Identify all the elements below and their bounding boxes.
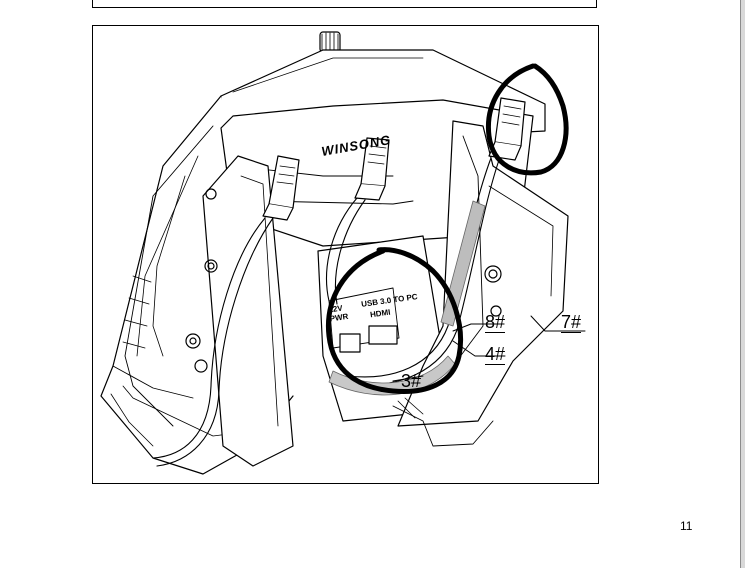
- previous-figure-frame: [92, 0, 597, 8]
- part-label-4: 4#: [485, 344, 506, 365]
- device-drawing: [100, 31, 586, 475]
- part-label-3: 3#: [401, 371, 422, 391]
- annotation-circles: [325, 63, 569, 395]
- leader-lines: [392, 315, 586, 382]
- part-label-8: 8#: [485, 312, 506, 333]
- page-edge: [740, 0, 745, 568]
- port-label-power: 12V PWR: [327, 303, 349, 324]
- right-bracket: [392, 120, 569, 447]
- page-number: 11: [680, 519, 693, 533]
- device-illustration: WINSONG 12V PWR USB 3.0 TO PC HDMI 8# 4#…: [92, 25, 599, 484]
- usb-connector-left: [262, 155, 300, 221]
- left-bracket: [185, 155, 294, 467]
- knob-drawing: [319, 31, 341, 53]
- usb-connector-center: [354, 137, 390, 201]
- part-label-7: 7#: [561, 312, 582, 333]
